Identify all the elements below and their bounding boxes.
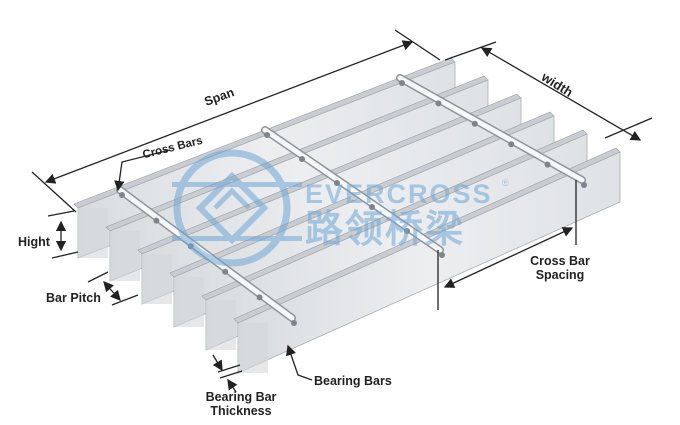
bar-pitch-extension-bottom xyxy=(111,294,139,306)
thickness-arrow-top xyxy=(212,354,223,372)
hight-label: Hight xyxy=(18,235,50,249)
weld-node xyxy=(369,204,375,210)
weld-node xyxy=(222,268,229,275)
span-extension-right xyxy=(394,29,441,61)
weld-node xyxy=(581,182,587,188)
hight-extension-bottom xyxy=(51,251,79,259)
weld-node xyxy=(404,228,410,234)
bearing-bar-end xyxy=(174,277,204,327)
weld-node xyxy=(435,100,442,107)
bearing-bar-end xyxy=(142,254,172,304)
bearing-bar-end xyxy=(206,300,236,350)
weld-node xyxy=(439,252,445,258)
weld-node xyxy=(544,161,551,168)
watermark-brand: EVERCROSS xyxy=(305,179,493,209)
thickness-arrow-bottom xyxy=(227,378,238,393)
weld-node xyxy=(471,120,478,127)
bearing-bars-pointer xyxy=(286,344,313,381)
bar-pitch-extension-top xyxy=(87,271,109,283)
weld-node xyxy=(264,132,270,138)
width-extension-bottom xyxy=(604,117,653,139)
watermark-chinese: 路领桥梁 xyxy=(305,207,465,251)
dimension-lines xyxy=(31,29,653,393)
cross-bar-spacing-label: Cross Bar Spacing xyxy=(520,254,600,282)
bearing-bar xyxy=(233,147,621,374)
bar-pitch-arrow xyxy=(103,281,121,301)
width-arrow xyxy=(480,47,642,141)
bearing-bar-thickness-line2: Thickness xyxy=(210,404,272,418)
weld-node xyxy=(291,320,297,326)
bearing-bars-label: Bearing Bars xyxy=(314,374,392,388)
bearing-bar-thickness-label: Bearing Bar Thickness xyxy=(196,390,286,418)
bearing-bar-end xyxy=(238,323,268,373)
span-arrow xyxy=(44,40,414,184)
cross-bar-spacing-line2: Spacing xyxy=(535,268,585,282)
span-extension-left xyxy=(31,171,77,213)
weld-node xyxy=(299,156,305,162)
cross-bar-spacing-arrow xyxy=(443,227,574,288)
weld-node xyxy=(508,141,515,148)
watermark-registered: ® xyxy=(502,178,509,188)
weld-node xyxy=(153,217,160,224)
bearing-bar-thickness-line1: Bearing Bar xyxy=(205,390,277,404)
hight-extension-top xyxy=(47,210,75,217)
cross-bars-pointer xyxy=(114,149,171,192)
weld-node xyxy=(256,294,263,301)
weld-node xyxy=(119,192,125,198)
bearing-bar-end xyxy=(110,231,140,281)
width-extension-top xyxy=(444,41,497,61)
weld-node xyxy=(399,80,405,86)
bearing-bar-end xyxy=(78,208,108,258)
bar-pitch-label: Bar Pitch xyxy=(46,291,101,305)
watermark-logo: EVERCROSS ® 路领桥梁 xyxy=(172,149,509,267)
thickness-extension-2 xyxy=(219,370,243,379)
cross-bar-spacing-line1: Cross Bar xyxy=(530,254,590,268)
